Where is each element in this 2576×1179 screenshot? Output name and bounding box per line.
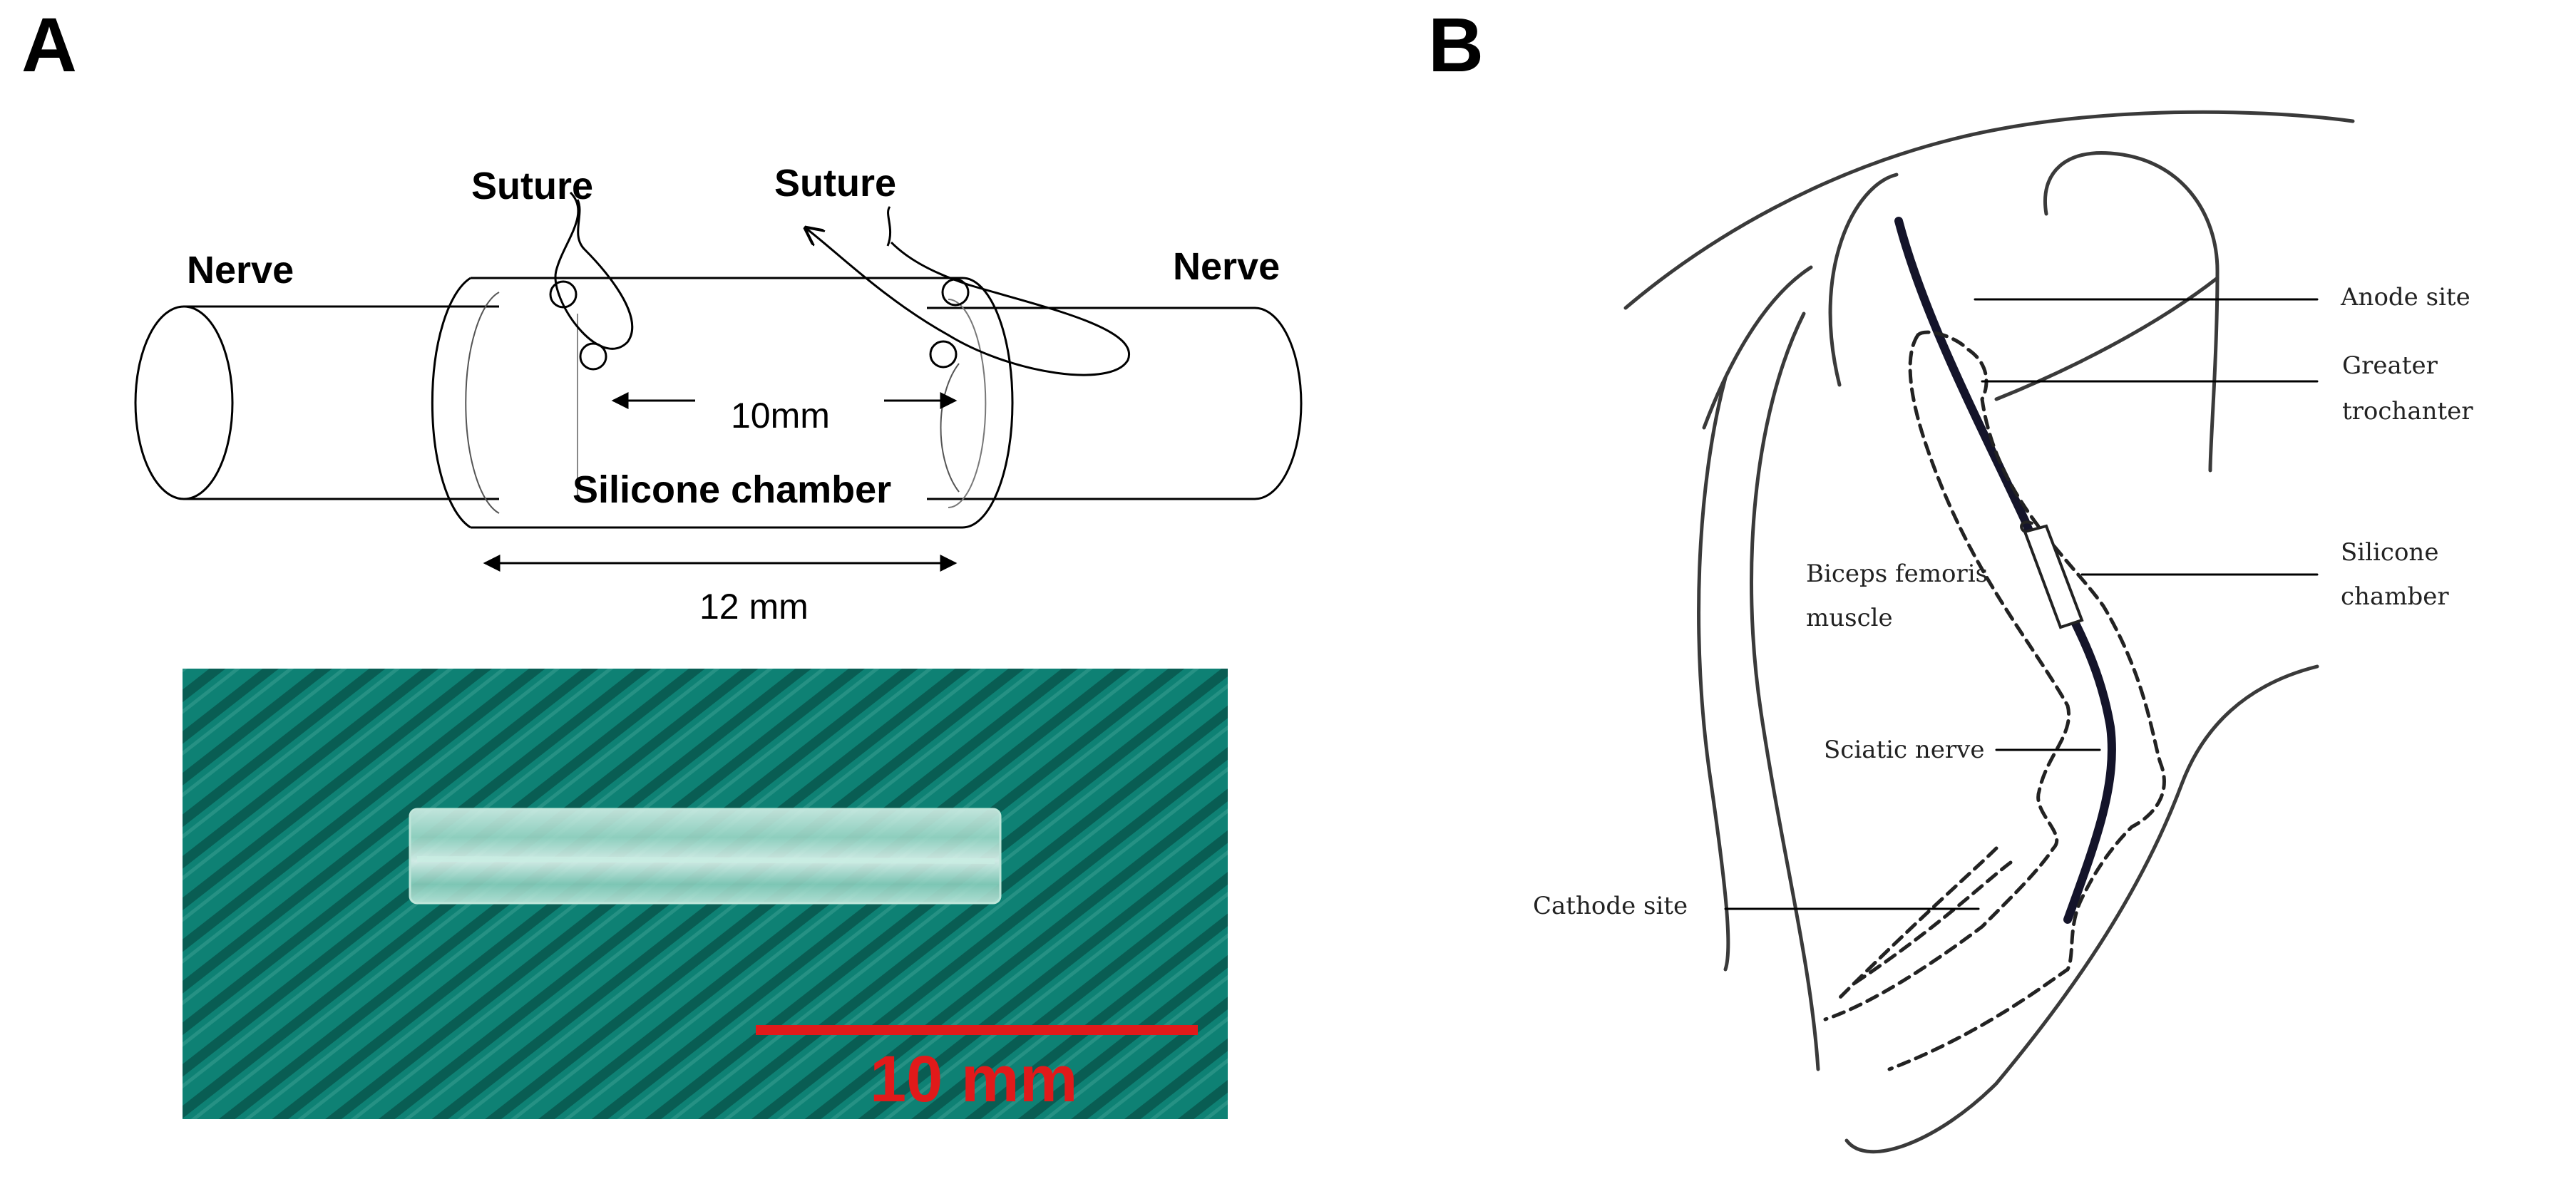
panel-a: A xyxy=(21,1,1303,1119)
right-nerve xyxy=(927,307,1303,500)
label-greater-trochanter-2: trochanter xyxy=(2342,397,2473,426)
label-silicone-chamber-1: Silicone xyxy=(2341,538,2438,567)
suture-label-right: Suture xyxy=(774,162,896,205)
suture-label-left: Suture xyxy=(471,165,593,207)
panel-b-letter: B xyxy=(1428,1,1484,88)
panel-a-letter: A xyxy=(21,1,77,88)
chamber-sketch xyxy=(2020,520,2084,629)
label-biceps-femoris-2: muscle xyxy=(1806,604,1893,632)
scale-bar-label: 10 mm xyxy=(870,1043,1078,1116)
left-nerve xyxy=(134,305,499,500)
label-cathode-site: Cathode site xyxy=(1533,892,1688,920)
length-label: 12 mm xyxy=(699,587,809,627)
chamber-photo: 10 mm xyxy=(183,669,1228,1119)
label-anode-site: Anode site xyxy=(2340,283,2470,312)
chamber-schematic xyxy=(134,191,1303,572)
silicone-chamber xyxy=(431,277,1014,529)
gap-label: 10mm xyxy=(731,396,830,436)
nerve-label-left: Nerve xyxy=(187,249,294,292)
nerve-label-right: Nerve xyxy=(1173,245,1280,288)
label-greater-trochanter-1: Greater xyxy=(2342,351,2438,380)
label-sciatic-nerve: Sciatic nerve xyxy=(1824,736,1984,764)
anatomy-sketch xyxy=(1623,110,2355,1154)
scale-bar xyxy=(756,1025,1198,1035)
suture-left xyxy=(549,191,634,371)
label-silicone-chamber-2: chamber xyxy=(2341,582,2449,611)
silicone-tube xyxy=(409,808,1002,905)
panel-b: B xyxy=(1428,1,2473,1154)
suture-right xyxy=(806,206,1131,376)
label-biceps-femoris-1: Biceps femoris xyxy=(1806,560,1988,588)
chamber-label: Silicone chamber xyxy=(573,468,891,511)
